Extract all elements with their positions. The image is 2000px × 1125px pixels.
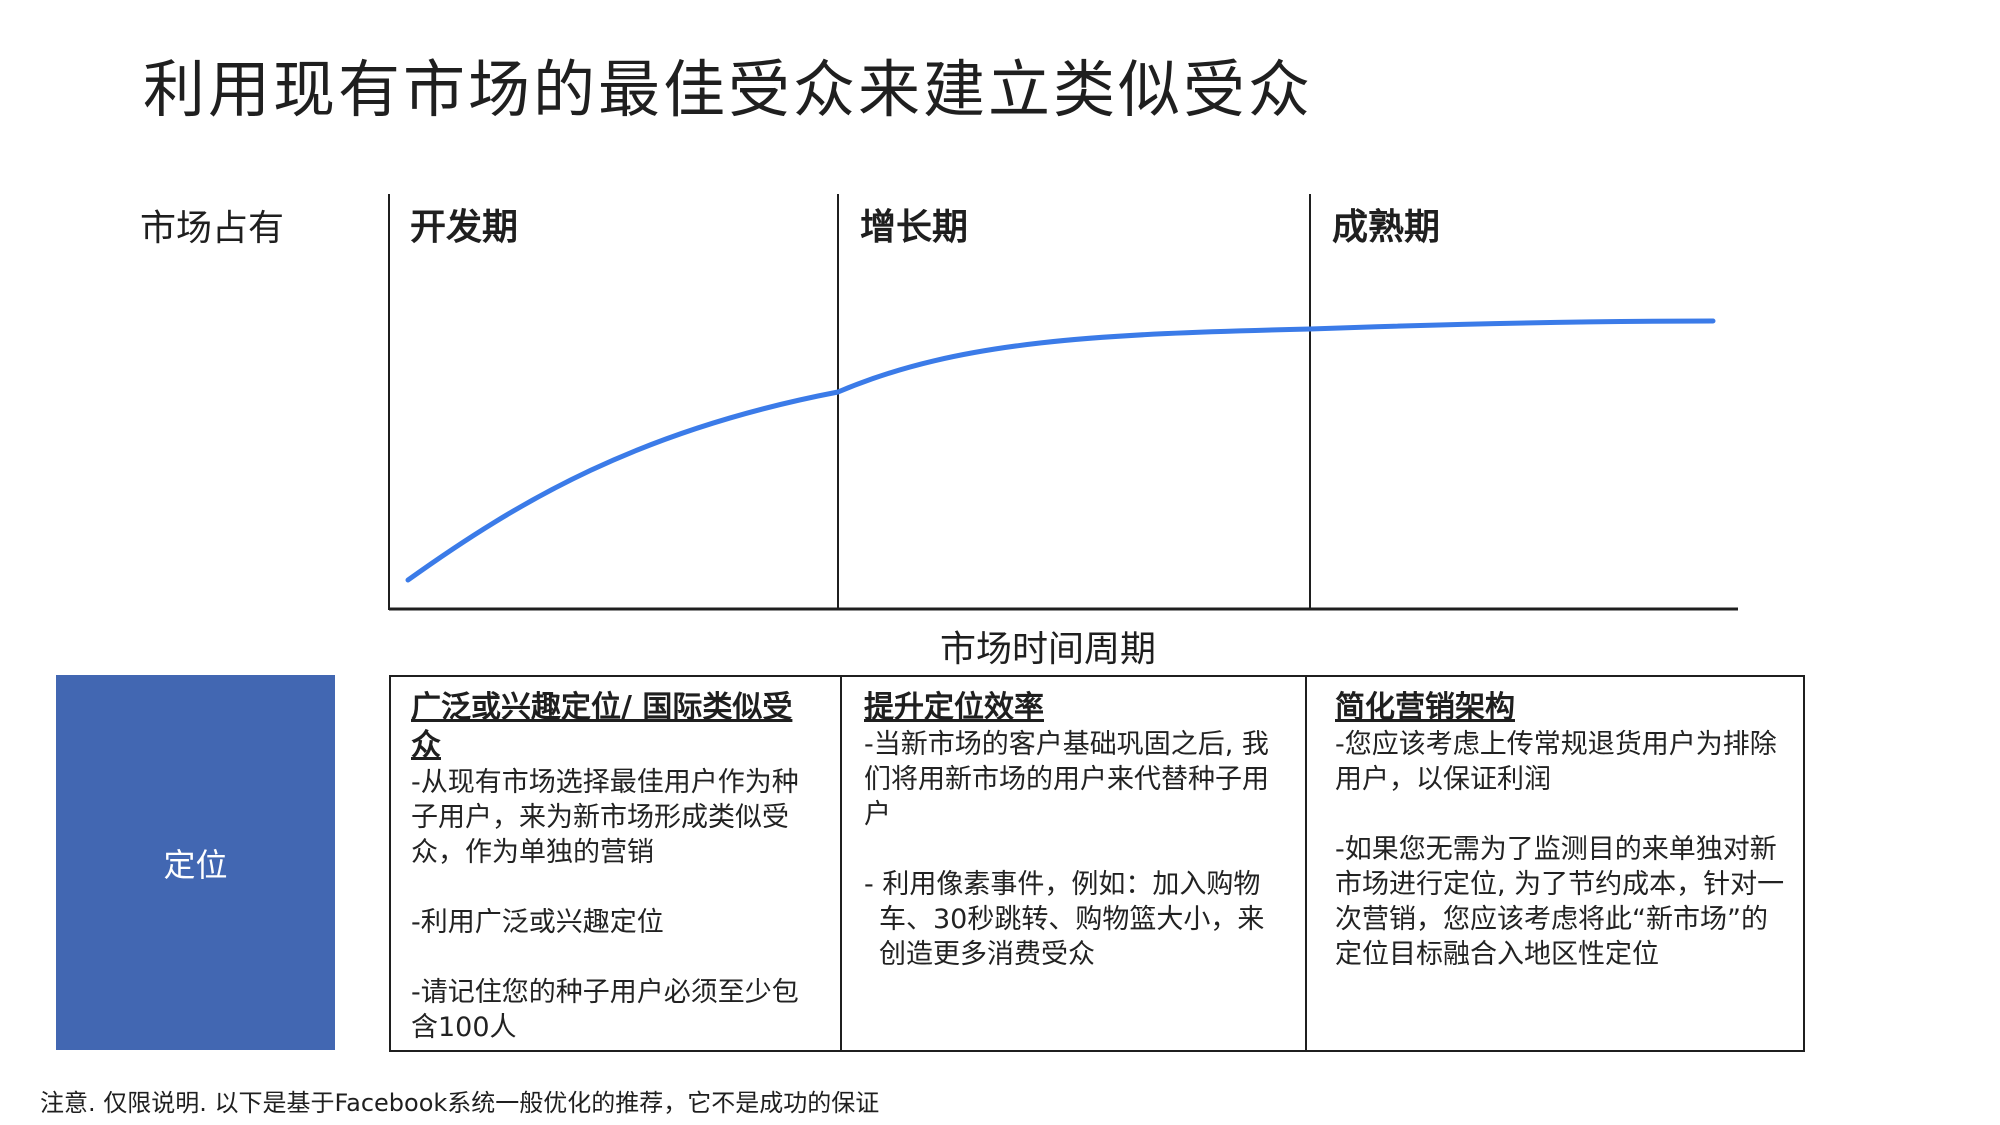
phase-label-maturity: 成熟期 [1332,207,1441,248]
cell-paragraph: -从现有市场选择最佳用户作为种子用户，来为新市场形成类似受众，作为单独的营销 [411,767,799,868]
cell-paragraph: -请记住您的种子用户必须至少包含100人 [411,977,799,1043]
disclaimer-footer: 注意. 仅限说明. 以下是基于Facebook系统一般优化的推荐，它不是成功的保… [40,1089,880,1117]
market-share-chart [388,194,1738,611]
cell-paragraph: - 利用像素事件，例如：加入购物车、30秒跳转、购物篮大小，来创造更多消费受众 [864,869,1265,970]
cell-paragraph: -利用广泛或兴趣定位 [411,907,664,938]
strategy-table: 广泛或兴趣定位/ 国际类似受众 -从现有市场选择最佳用户作为种子用户，来为新市场… [389,675,1805,1052]
cell-heading: 广泛或兴趣定位/ 国际类似受众 [411,690,793,763]
phase-label-development: 开发期 [410,207,519,248]
positioning-label: 定位 [163,845,228,884]
phase-label-growth: 增长期 [860,207,969,248]
cell-paragraph: -当新市场的客户基础巩固之后, 我们将用新市场的用户来代替种子用户 [864,729,1269,830]
cell-heading: 简化营销架构 [1335,690,1515,725]
strategy-cell-growth: 提升定位效率 -当新市场的客户基础巩固之后, 我们将用新市场的用户来代替种子用户… [840,677,1305,1050]
market-share-curve [405,318,1716,583]
cell-paragraph: -您应该考虑上传常规退货用户为排除用户，以保证利润 [1335,729,1777,795]
cell-paragraph: -如果您无需为了监测目的来单独对新市场进行定位, 为了节约成本，针对一次营销，您… [1335,834,1785,970]
positioning-row-header: 定位 [56,675,335,1050]
y-axis-label: 市场占有 [140,208,285,249]
x-axis-label: 市场时间周期 [940,629,1157,670]
strategy-cell-development: 广泛或兴趣定位/ 国际类似受众 -从现有市场选择最佳用户作为种子用户，来为新市场… [391,677,840,1050]
strategy-cell-maturity: 简化营销架构 -您应该考虑上传常规退货用户为排除用户，以保证利润 -如果您无需为… [1305,677,1803,1050]
page-title: 利用现有市场的最佳受众来建立类似受众 [143,53,1314,126]
cell-heading: 提升定位效率 [864,690,1044,725]
